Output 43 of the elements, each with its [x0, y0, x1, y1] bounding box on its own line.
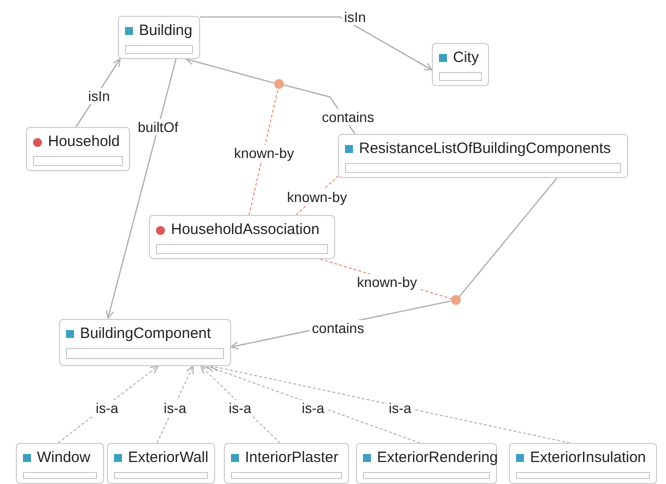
edge-label: is-a [226, 400, 254, 416]
class-box [356, 443, 497, 484]
dashed-connector [156, 365, 194, 444]
edge-label: contains [320, 109, 376, 125]
edge-label: is-a [162, 400, 188, 416]
edge-label: is-a [386, 400, 414, 416]
edge-label: known-by [285, 189, 349, 205]
class-box [107, 443, 215, 484]
dashed-connector [248, 88, 278, 216]
class-name: ExteriorInsulation [530, 448, 646, 468]
class-box [118, 16, 200, 59]
edge-label: builtOf [136, 119, 180, 135]
class-name: Building [139, 21, 192, 41]
class-name: ExteriorRendering [377, 448, 498, 468]
class-box [149, 215, 335, 259]
class-box [224, 443, 349, 484]
edge-label: isIn [86, 88, 112, 104]
connector [200, 16, 433, 71]
edge-label: is-a [94, 400, 120, 416]
class-box [26, 127, 130, 171]
class-name: Household [48, 132, 120, 152]
class-name: HouseholdAssociation [171, 220, 320, 240]
class-name: BuildingComponent [80, 324, 211, 344]
connector [106, 58, 177, 319]
class-box [432, 43, 489, 86]
edge-label: isIn [342, 9, 368, 25]
edge-label: known-by [232, 145, 296, 161]
dashed-connector [210, 363, 570, 444]
connector [458, 178, 558, 298]
class-box [16, 443, 104, 484]
connector [185, 56, 274, 84]
edge-label: known-by [355, 274, 419, 290]
class-box [338, 134, 628, 178]
class-name: Window [37, 448, 90, 468]
edge-label: contains [310, 320, 366, 336]
class-box [509, 443, 657, 484]
dashed-connector [206, 364, 420, 444]
class-name: InteriorPlaster [245, 448, 338, 468]
class-name: ResistanceListOfBuildingComponents [359, 139, 611, 159]
edge-label: is-a [300, 400, 326, 416]
class-name: City [453, 48, 479, 68]
class-box [59, 319, 231, 366]
class-name: ExteriorWall [128, 448, 208, 468]
